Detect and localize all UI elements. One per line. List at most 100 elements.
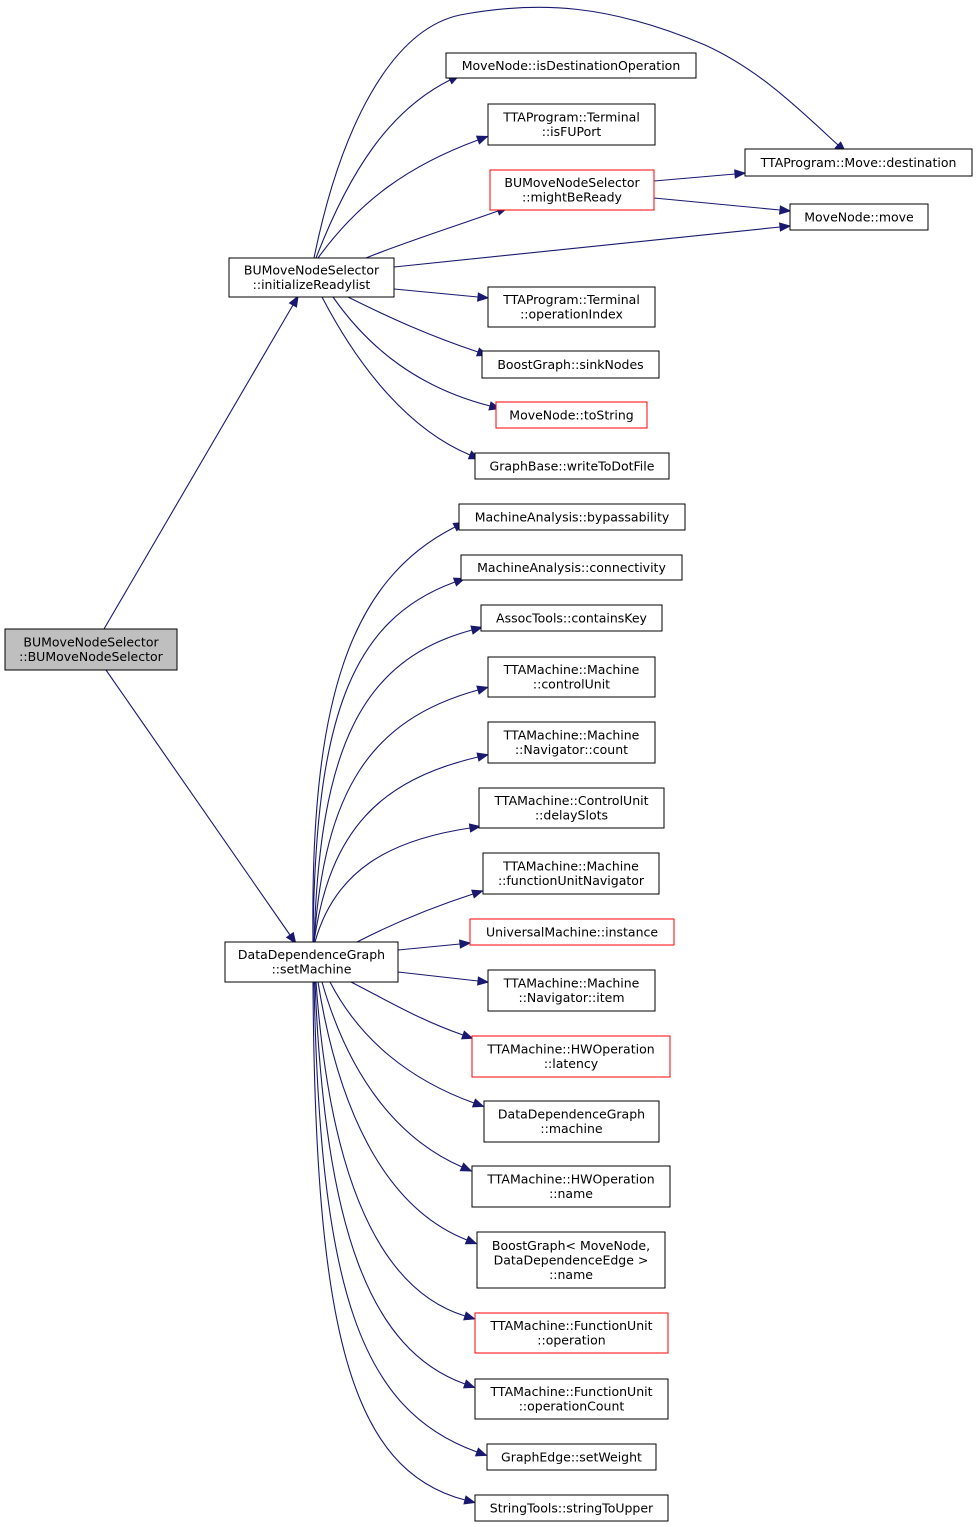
node-label: MoveNode::move xyxy=(804,209,914,224)
node-label: ::name xyxy=(549,1267,593,1282)
edge-initReady-to-sinkNodes xyxy=(347,296,489,357)
node-label: TTAMachine::ControlUnit xyxy=(493,793,648,808)
node-label: DataDependenceGraph xyxy=(238,947,385,962)
nodes-layer: BUMoveNodeSelector::BUMoveNodeSelectorBU… xyxy=(4,52,973,1522)
node-fuOpCount[interactable]: TTAMachine::FunctionUnit::operationCount xyxy=(474,1378,669,1420)
node-label: TTAProgram::Terminal xyxy=(502,292,640,307)
node-root[interactable]: BUMoveNodeSelector::BUMoveNodeSelector xyxy=(4,628,178,671)
edge-initReady-to-toString xyxy=(332,296,501,411)
node-label: BoostGraph::sinkNodes xyxy=(497,357,643,372)
edge-setMachine-to-navItem xyxy=(397,971,490,986)
edge-setMachine-to-bypass xyxy=(312,521,466,943)
edge-initReady-to-opIndex xyxy=(393,288,490,302)
node-label: ::mightBeReady xyxy=(522,190,623,205)
node-label: ::Navigator::item xyxy=(518,990,624,1005)
edge-setMachine-to-containsKey xyxy=(313,625,483,943)
node-navCount[interactable]: TTAMachine::Machine::Navigator::count xyxy=(487,721,656,764)
edge-setMachine-to-delaySlots xyxy=(314,823,482,943)
node-isDestOp[interactable]: MoveNode::isDestinationOperation xyxy=(445,52,697,79)
edge-setMachine-to-fuNav xyxy=(356,889,484,943)
node-label: TTAProgram::Move::destination xyxy=(760,155,957,170)
edge-setMachine-to-bgName xyxy=(317,981,478,1245)
edge-setMachine-to-connectivity xyxy=(312,577,466,943)
node-setMachine[interactable]: DataDependenceGraph::setMachine xyxy=(224,941,399,983)
node-moveNodeMove[interactable]: MoveNode::move xyxy=(789,203,929,231)
node-label: ::machine xyxy=(540,1121,602,1136)
node-hwName[interactable]: TTAMachine::HWOperation::name xyxy=(471,1165,671,1208)
node-label: ::name xyxy=(549,1186,593,1201)
node-label: TTAProgram::Terminal xyxy=(502,110,640,125)
node-mightBeReady[interactable]: BUMoveNodeSelector::mightBeReady xyxy=(489,169,655,211)
node-sinkNodes[interactable]: BoostGraph::sinkNodes xyxy=(481,350,660,379)
node-bgName[interactable]: BoostGraph< MoveNode,DataDependenceEdge … xyxy=(476,1231,666,1289)
node-label: BUMoveNodeSelector xyxy=(23,635,159,650)
node-label: MachineAnalysis::bypassability xyxy=(475,509,670,524)
node-label: ::delaySlots xyxy=(535,808,608,823)
node-toString[interactable]: MoveNode::toString xyxy=(495,401,648,429)
node-label: DataDependenceEdge > xyxy=(494,1252,649,1267)
node-label: ::Navigator::count xyxy=(515,742,628,757)
node-label: MoveNode::isDestinationOperation xyxy=(462,58,681,73)
node-label: BoostGraph< MoveNode, xyxy=(492,1238,650,1253)
node-label: BUMoveNodeSelector xyxy=(244,263,380,278)
node-fuOperation[interactable]: TTAMachine::FunctionUnit::operation xyxy=(474,1312,669,1354)
node-destination[interactable]: TTAProgram::Move::destination xyxy=(744,148,973,177)
node-containsKey[interactable]: AssocTools::containsKey xyxy=(480,604,663,632)
edges-layer xyxy=(103,6,847,1505)
node-bypass[interactable]: MachineAnalysis::bypassability xyxy=(458,503,686,531)
edge-setMachine-to-stringToUpper xyxy=(312,981,476,1505)
node-label: TTAMachine::FunctionUnit xyxy=(490,1318,653,1333)
edge-setMachine-to-hwName xyxy=(321,981,473,1172)
node-label: ::latency xyxy=(544,1056,599,1071)
edge-mightBeReady-to-destination xyxy=(653,169,747,182)
node-label: MachineAnalysis::connectivity xyxy=(477,560,666,575)
node-connectivity[interactable]: MachineAnalysis::connectivity xyxy=(460,554,683,581)
edge-setMachine-to-controlUnit xyxy=(313,685,489,943)
node-writeDot[interactable]: GraphBase::writeToDotFile xyxy=(474,452,670,480)
node-umInstance[interactable]: UniversalMachine::instance xyxy=(469,918,675,946)
edge-mightBeReady-to-moveNodeMove xyxy=(653,197,792,215)
node-label: TTAMachine::HWOperation xyxy=(486,1042,654,1057)
node-label: ::controlUnit xyxy=(533,677,610,692)
node-ddgMachine[interactable]: DataDependenceGraph::machine xyxy=(483,1100,660,1143)
node-initReady[interactable]: BUMoveNodeSelector::initializeReadylist xyxy=(228,257,395,298)
edge-setMachine-to-umInstance xyxy=(397,939,472,951)
node-isFUPort[interactable]: TTAProgram::Terminal::isFUPort xyxy=(487,103,656,146)
node-label: UniversalMachine::instance xyxy=(486,924,658,939)
node-controlUnit[interactable]: TTAMachine::Machine::controlUnit xyxy=(487,656,656,698)
edge-initReady-to-isFUPort xyxy=(317,135,489,259)
node-stringToUpper[interactable]: StringTools::stringToUpper xyxy=(474,1494,669,1522)
node-label: GraphEdge::setWeight xyxy=(501,1449,642,1464)
node-label: ::functionUnitNavigator xyxy=(498,873,645,888)
node-label: TTAMachine::HWOperation xyxy=(486,1172,654,1187)
node-label: TTAMachine::Machine xyxy=(502,859,639,874)
node-navItem[interactable]: TTAMachine::Machine::Navigator::item xyxy=(487,969,656,1012)
node-label: TTAMachine::Machine xyxy=(503,728,640,743)
node-label: ::initializeReadylist xyxy=(253,277,371,292)
node-label: ::isFUPort xyxy=(542,124,602,139)
node-label: ::operation xyxy=(537,1333,605,1348)
edge-initReady-to-moveNodeMove xyxy=(393,222,792,268)
edge-root-to-setMachine xyxy=(105,669,297,945)
node-label: ::BUMoveNodeSelector xyxy=(19,649,164,664)
node-label: TTAMachine::Machine xyxy=(503,662,640,677)
node-setWeight[interactable]: GraphEdge::setWeight xyxy=(486,1443,657,1471)
node-label: TTAMachine::Machine xyxy=(503,976,640,991)
node-label: GraphBase::writeToDotFile xyxy=(490,458,655,473)
node-label: ::operationIndex xyxy=(520,307,623,322)
edge-setMachine-to-latency xyxy=(350,981,474,1040)
edge-root-to-initReady xyxy=(103,295,299,630)
edge-setMachine-to-fuOperation xyxy=(315,981,476,1321)
node-opIndex[interactable]: TTAProgram::Terminal::operationIndex xyxy=(487,286,656,328)
node-fuNav[interactable]: TTAMachine::Machine::functionUnitNavigat… xyxy=(482,852,660,895)
edge-initReady-to-mightBeReady xyxy=(365,206,509,259)
node-label: BUMoveNodeSelector xyxy=(504,175,640,190)
node-label: ::operationCount xyxy=(519,1399,625,1414)
node-label: AssocTools::containsKey xyxy=(496,610,647,625)
edge-setMachine-to-navCount xyxy=(313,752,490,943)
node-delaySlots[interactable]: TTAMachine::ControlUnit::delaySlots xyxy=(478,787,665,829)
node-label: ::setMachine xyxy=(272,962,352,977)
node-label: MoveNode::toString xyxy=(509,407,633,422)
node-latency[interactable]: TTAMachine::HWOperation::latency xyxy=(471,1035,671,1078)
